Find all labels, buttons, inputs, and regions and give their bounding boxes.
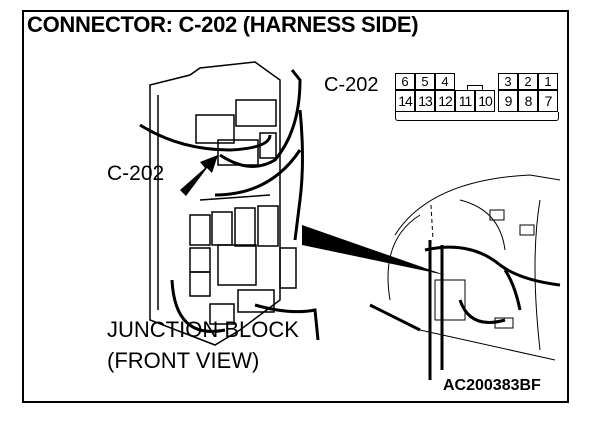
zoom-callout-wedge: [302, 225, 445, 275]
pin: 11: [455, 90, 475, 112]
pin: 4: [435, 73, 455, 90]
connector-label: C-202: [324, 74, 379, 96]
pin: 14: [395, 90, 415, 112]
pin: 3: [498, 73, 518, 90]
pin: 1: [538, 73, 558, 90]
arrow-label: C-202: [107, 162, 165, 185]
figure-frame: [22, 10, 569, 403]
c202-pointer-arrow: [180, 155, 218, 196]
connector-base: [395, 112, 559, 121]
figure-title: CONNECTOR: C-202 (HARNESS SIDE): [27, 12, 419, 37]
dashboard-harness: [369, 240, 561, 380]
pin: 8: [518, 90, 538, 112]
caption-line-1: JUNCTION BLOCK: [107, 317, 299, 342]
junction-block-body: [149, 61, 297, 346]
pin: 6: [395, 73, 415, 90]
pin: 9: [498, 90, 518, 112]
pin: 13: [415, 90, 435, 112]
pin: 5: [415, 73, 435, 90]
pin: 12: [435, 90, 455, 112]
wire-harness: [139, 69, 320, 341]
connector-lock-tab: [467, 85, 483, 91]
caption-line-2: (FRONT VIEW): [107, 348, 260, 373]
pin: 2: [518, 73, 538, 90]
figure-code: AC200383BF: [443, 377, 541, 394]
pin: 7: [538, 90, 558, 112]
pin: 10: [475, 90, 495, 112]
connector-pin-diagram: 6 5 4 3 2 1 14 13 12 11 10 9 8 7: [395, 73, 559, 123]
